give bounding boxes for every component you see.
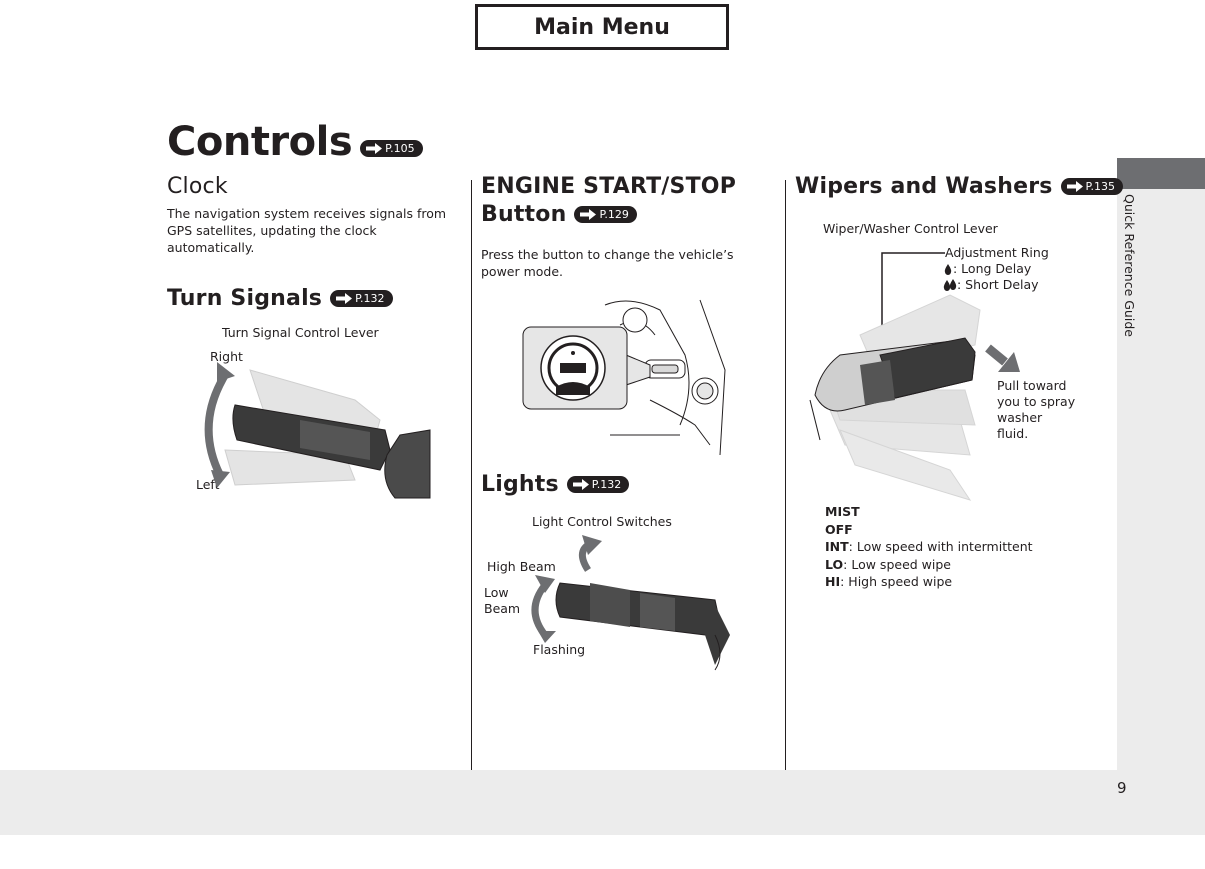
page-title: Controls P.105	[167, 119, 423, 165]
page-title-text: Controls	[167, 119, 353, 165]
turn-left-label: Left	[196, 477, 220, 492]
column-divider-2	[785, 180, 786, 770]
clock-description: The navigation system receives signals f…	[167, 206, 447, 255]
wiper-modes-list: MIST OFF INT: Low speed with intermitten…	[825, 504, 1033, 589]
engine-page-ref[interactable]: P.129	[574, 206, 637, 223]
turn-signals-heading: Turn Signals P.132	[167, 286, 393, 311]
arrow-right-icon	[336, 293, 353, 304]
side-tab: Quick Reference Guide	[1117, 158, 1205, 770]
pull-toward-label: Pull toward you to spray washer fluid.	[997, 378, 1076, 441]
turn-signals-page-ref[interactable]: P.132	[330, 290, 393, 307]
clock-heading: Clock	[167, 174, 228, 199]
lights-page-ref[interactable]: P.132	[566, 476, 630, 493]
wiper-lever-illustration	[809, 252, 1020, 501]
page-number: 9	[1117, 779, 1127, 797]
title-page-ref[interactable]: P.105	[360, 139, 423, 157]
high-beam-label: High Beam	[487, 559, 556, 574]
turn-signal-lever-illustration	[204, 362, 431, 499]
double-drop-icon	[943, 279, 957, 291]
low-beam-label: Low Beam	[484, 585, 521, 616]
single-drop-icon	[944, 263, 952, 275]
arrow-right-icon	[572, 479, 589, 490]
wipers-heading: Wipers and Washers P.135	[795, 174, 1123, 199]
engine-start-button-illustration	[522, 299, 726, 456]
turn-right-label: Right	[210, 349, 243, 364]
column-divider-1	[471, 180, 472, 770]
side-tab-marker	[1117, 158, 1205, 189]
light-control-switches-illustration	[531, 535, 730, 671]
side-tab-label[interactable]: Quick Reference Guide	[1122, 194, 1137, 337]
turn-signal-caption: Turn Signal Control Lever	[222, 325, 379, 340]
adjustment-ring-label: Adjustment Ring	[945, 245, 1049, 260]
arrow-right-icon	[580, 209, 597, 220]
arrow-right-icon	[1066, 181, 1083, 192]
main-menu-button[interactable]: Main Menu	[475, 4, 729, 50]
lights-caption: Light Control Switches	[532, 514, 672, 529]
long-delay-label: : Long Delay	[943, 261, 1031, 277]
engine-heading-line2: Button P.129	[481, 202, 637, 227]
lights-heading: Lights P.132	[481, 472, 630, 497]
engine-description: Press the button to change the vehicle’s…	[481, 247, 734, 279]
wiper-caption: Wiper/Washer Control Lever	[823, 221, 998, 236]
wipers-page-ref[interactable]: P.135	[1060, 178, 1123, 195]
short-delay-label: : Short Delay	[943, 277, 1039, 293]
arrow-right-icon	[366, 142, 383, 154]
engine-heading-line1: ENGINE START/STOP	[481, 174, 737, 199]
footer-band	[0, 770, 1205, 835]
flashing-label: Flashing	[533, 642, 586, 657]
